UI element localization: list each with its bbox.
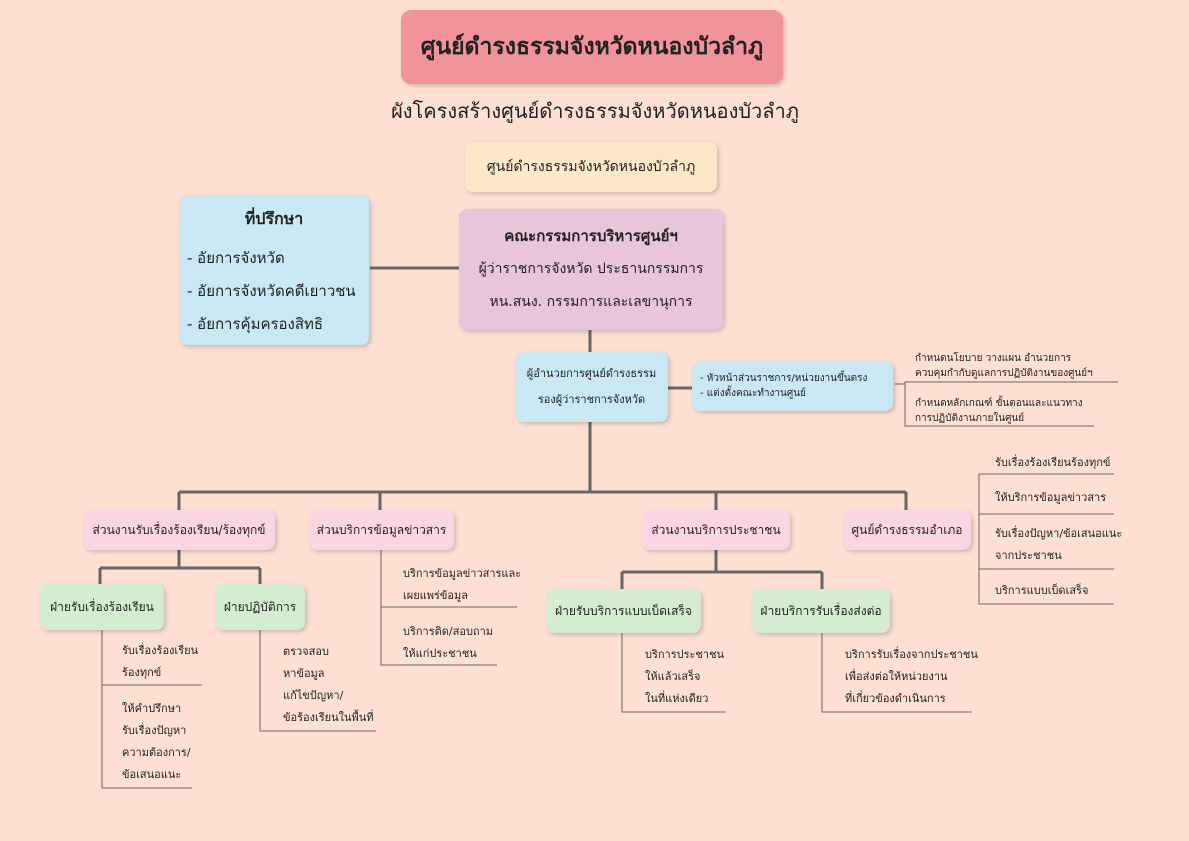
committee-box: คณะกรรมการบริหารศูนย์ฯ ผู้ว่าราชการจังหว… <box>459 209 723 330</box>
director-line: รองผู้ว่าราชการจังหวัด <box>537 393 646 406</box>
duty-item: กำหนดหลักเกณฑ์ ขั้นตอนและแนวทางการปฏิบัต… <box>915 398 1083 424</box>
committee-line: หน.สนง. กรรมการและเลขานุการ <box>489 294 693 310</box>
director-box: ผู้อำนวยการศูนย์ดำรงธรรม รองผู้ว่าราชการ… <box>515 352 668 422</box>
note-receive-1: รับเรื่องร้องเรียนร้องทุกข์ <box>122 644 199 679</box>
note-info-2: บริการติด/สอบถามให้แก่ประชาชน <box>403 625 494 660</box>
top-box-label: ศูนย์ดำรงธรรมจังหวัดหนองบัวลำภู <box>486 159 696 175</box>
unit-info: ส่วนบริการข้อมูลข่าวสาร <box>309 510 454 550</box>
note-operate: ตรวจสอบหาข้อมูลแก้ไขปัญหา/ข้อร้องเรียนใน… <box>283 645 374 724</box>
note-district: รับเรื่องร้องเรียนร้องทุกข์ <box>995 456 1111 469</box>
advisor-item: - อัยการคุ้มครองสิทธิ <box>187 315 324 333</box>
note-district: ให้บริการข้อมูลข่าวสาร <box>995 491 1107 504</box>
note-receive-2: ให้คำปรึกษารับเรื่องปัญหาความต้องการ/ข้อ… <box>122 702 191 781</box>
subtitle: ผังโครงสร้างศูนย์ดำรงธรรมจังหวัดหนองบัวล… <box>391 99 799 123</box>
subunit-forward: ฝ่ายบริการรับเรื่องส่งต่อ <box>752 589 890 633</box>
duty-item: กำหนดนโยบาย วางแผน อำนวยการควบคุมกำกับดู… <box>915 353 1093 379</box>
subunit-receive: ฝ่ายรับเรื่องร้องเรียน <box>40 584 164 630</box>
director-line: ผู้อำนวยการศูนย์ดำรงธรรม <box>526 367 657 380</box>
advisor-item: - อัยการจังหวัด <box>187 249 285 267</box>
unit-public: ส่วนงานบริการประชาชน <box>642 510 790 550</box>
heads-box: - หัวหน้าส่วนราชการ/หน่วยงานขึ้นตรง - แต… <box>692 361 893 411</box>
advisors-heading: ที่ปรึกษา <box>244 209 304 228</box>
note-district: บริการแบบเบ็ดเสร็จ <box>995 584 1089 597</box>
top-box: ศูนย์ดำรงธรรมจังหวัดหนองบัวลำภู <box>465 142 717 192</box>
title: ศูนย์ดำรงธรรมจังหวัดหนองบัวลำภู <box>420 34 764 60</box>
heads-line: - แต่งตั้งคณะทำงานศูนย์ <box>700 388 806 399</box>
note-forward: บริการรับเรื่องจากประชาชนเพื่อส่งต่อให้ห… <box>845 648 978 705</box>
advisors-box: ที่ปรึกษา - อัยการจังหวัด - อัยการจังหวั… <box>179 195 369 345</box>
heads-line: - หัวหน้าส่วนราชการ/หน่วยงานขึ้นตรง <box>700 373 868 384</box>
committee-line: ผู้ว่าราชการจังหวัด ประธานกรรมการ <box>478 261 704 277</box>
subunit-operate: ฝ่ายปฏิบัติการ <box>215 584 305 630</box>
note-district: รับเรื่องปัญหา/ข้อเสนอแนะจากประชาชน <box>995 527 1123 562</box>
committee-heading: คณะกรรมการบริหารศูนย์ฯ <box>504 227 678 245</box>
title-box: ศูนย์ดำรงธรรมจังหวัดหนองบัวลำภู <box>401 10 783 84</box>
note-onestop: บริการประชาชนให้แล้วเสร็จในที่แห่งเดียว <box>645 648 725 705</box>
note-info-1: บริการข้อมูลข่าวสารและเผยแพร่ข้อมูล <box>403 567 522 602</box>
unit-complaints: ส่วนงานรับเรื่องร้องเรียน/ร้องทุกข์ <box>83 510 275 550</box>
unit-district: ศูนย์ดำรงธรรมอำเภอ <box>843 510 971 550</box>
subunit-onestop: ฝ่ายรับบริการแบบเบ็ดเสร็จ <box>546 589 701 633</box>
advisor-item: - อัยการจังหวัดคดีเยาวชน <box>187 282 356 300</box>
